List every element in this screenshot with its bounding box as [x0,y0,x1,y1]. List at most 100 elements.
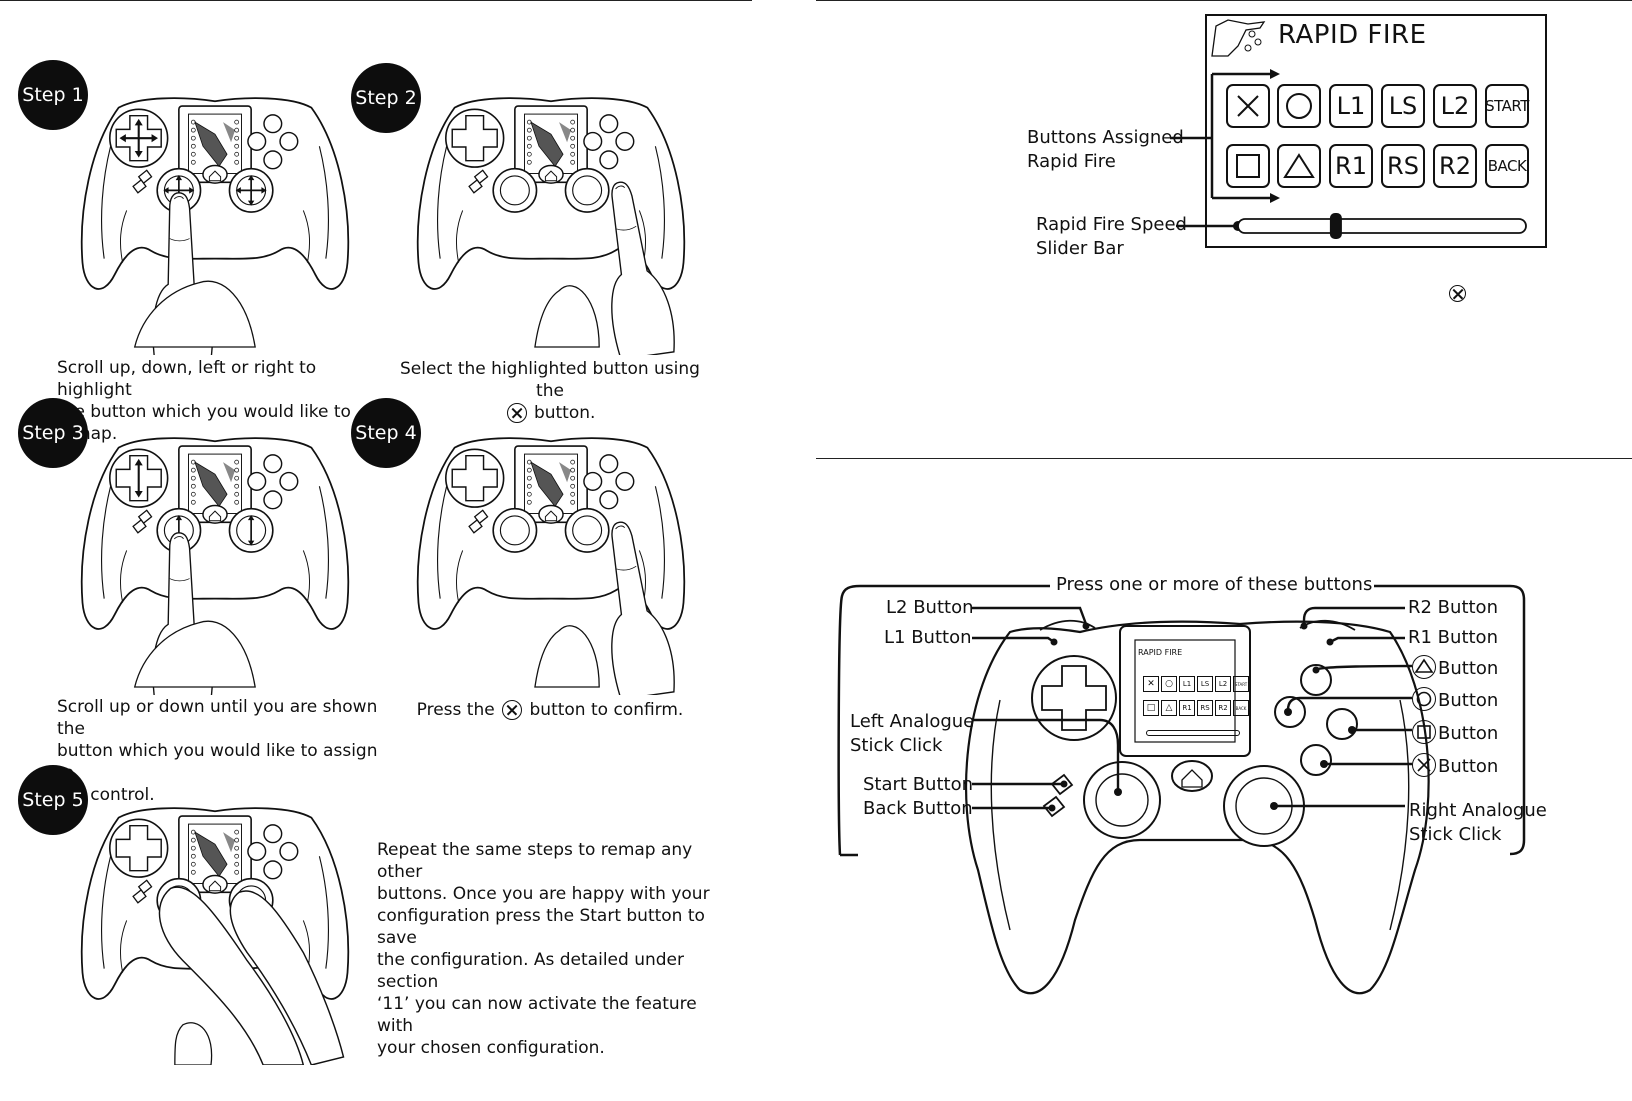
label-line: Stick Click [850,735,943,756]
r2-button-label: R2 Button [1408,597,1498,618]
arrow-icon [1170,69,1280,203]
step-5-caption-line: Repeat the same steps to remap any other [377,840,693,882]
diagram-screen-slider [1146,730,1240,736]
speed-slider-label: Rapid Fire Speed Slider Bar [1036,213,1187,261]
diagram-screen-key: R2 [1215,700,1231,716]
step-5-caption: Repeat the same steps to remap any other… [377,839,717,1059]
square-icon: □ [1143,700,1159,716]
cross-icon [502,700,523,720]
cross-icon [1449,285,1466,302]
circle-button-label: Button [1412,687,1498,713]
buttons-assigned-label: Buttons Assigned Rapid Fire [1027,126,1184,174]
gamepad-icon [80,97,350,355]
triangle-icon [1283,153,1315,178]
rapid-fire-speed-slider [1176,213,1527,239]
diagram-screen-title: RAPID FIRE [1138,648,1183,657]
circle-icon: ○ [1161,676,1177,692]
square-icon [1236,154,1260,178]
rf-cross-button [1226,84,1270,128]
step-3-badge: Step 3 [18,398,88,468]
gamepad-icon [80,807,350,1065]
step-2-caption: Select the highlighted button using the … [400,358,700,424]
step-4-badge: Step 4 [351,398,421,468]
left-stick-label: Left Analogue Stick Click [850,710,974,758]
rf-r2-button: R2 [1433,144,1477,188]
l2-button-label: L2 Button [886,597,974,618]
cross-icon [506,403,527,423]
rf-l1-button: L1 [1329,84,1373,128]
diagram-screen-row2: □ △ R1 RS R2 BACK [1143,700,1249,716]
cross-icon [1412,753,1436,777]
back-button-label: Back Button [863,798,973,819]
cross-icon: ✕ [1143,676,1159,692]
right-stick-label: Right Analogue Stick Click [1409,799,1547,847]
label-text: Button [1438,756,1499,777]
finger-icon [1211,19,1266,57]
label-line: Rapid Fire Speed [1036,214,1187,235]
triangle-icon [1412,655,1436,679]
step-1-caption-line: Scroll up, down, left or right to highli… [57,358,317,400]
label-line: Stick Click [1409,824,1502,845]
label-line: Buttons Assigned [1027,127,1184,148]
diagram-banner: Press one or more of these buttons [1054,573,1375,597]
middle-rule-right [816,458,1632,459]
cross-button-label: Button [1412,753,1498,779]
rf-triangle-button [1277,144,1321,188]
cross-icon [1237,95,1259,117]
top-rule-left [0,0,752,1]
diagram-screen-key: L1 [1179,676,1195,692]
step-5-badge: Step 5 [18,765,88,835]
rf-r1-button: R1 [1329,144,1373,188]
step-4-caption-text: Press the [416,700,495,720]
r1-button-label: R1 Button [1408,627,1498,648]
triangle-button-label: Button [1412,655,1498,681]
rapid-fire-title: RAPID FIRE [1278,20,1427,50]
step-3-caption-line: Scroll up or down until you are shown th… [57,697,378,739]
step-2-caption-text: button. [533,403,596,423]
step-3-caption-line: button which you would like to assign to [57,741,378,783]
rf-ls-button: LS [1381,84,1425,128]
step-5-caption-line: the configuration. As detailed under sec… [377,950,684,992]
diagram-screen-key: LS [1197,676,1213,692]
rf-square-button [1226,144,1270,188]
diagram-screen-key: L2 [1215,676,1231,692]
step-1-badge: Step 1 [18,60,88,130]
start-button-label: Start Button [863,774,973,795]
rapid-fire-screen [1205,14,1547,248]
step-2-caption-line: Select the highlighted button using the [400,359,700,401]
circle-icon [1412,687,1436,711]
rf-circle-button [1277,84,1321,128]
step-5-caption-line: configuration press the Start button to … [377,906,705,948]
diagram-screen-key: BACK [1233,700,1249,716]
diagram-screen-key: START [1233,676,1249,692]
step-5-caption-line: buttons. Once you are happy with your [377,884,710,904]
diagram-screen-row1: ✕ ○ L1 LS L2 START [1143,676,1249,692]
step-5-caption-line: your chosen configuration. [377,1038,605,1058]
gamepad-icon [80,437,350,695]
step-3-caption: Scroll up or down until you are shown th… [57,696,387,806]
label-line: Rapid Fire [1027,151,1116,172]
top-rule-right [816,0,1632,1]
square-button-label: Button [1412,720,1498,746]
rf-l2-button: L2 [1433,84,1477,128]
rf-rs-button: RS [1381,144,1425,188]
label-line: Left Analogue [850,711,975,732]
rf-start-button: START [1485,84,1529,128]
step-5-caption-line: ‘11’ you can now activate the feature wi… [377,994,697,1036]
l1-button-label: L1 Button [884,627,972,648]
gamepad-icon [416,437,686,695]
label-text: Button [1438,723,1499,744]
rf-back-button: BACK [1485,144,1529,188]
step-2-badge: Step 2 [351,63,421,133]
step-2-caption-line: button. [400,402,700,424]
circle-icon [1286,93,1312,119]
label-line: Slider Bar [1036,238,1124,259]
diagram-screen-key: RS [1197,700,1213,716]
label-text: Button [1438,690,1499,711]
diagram-screen-key: R1 [1179,700,1195,716]
step-4-caption: Press the button to confirm. [400,699,700,721]
square-icon [1412,720,1436,744]
gamepad-icon [416,97,686,355]
step-4-caption-text: button to confirm. [529,700,684,720]
triangle-icon: △ [1161,700,1177,716]
